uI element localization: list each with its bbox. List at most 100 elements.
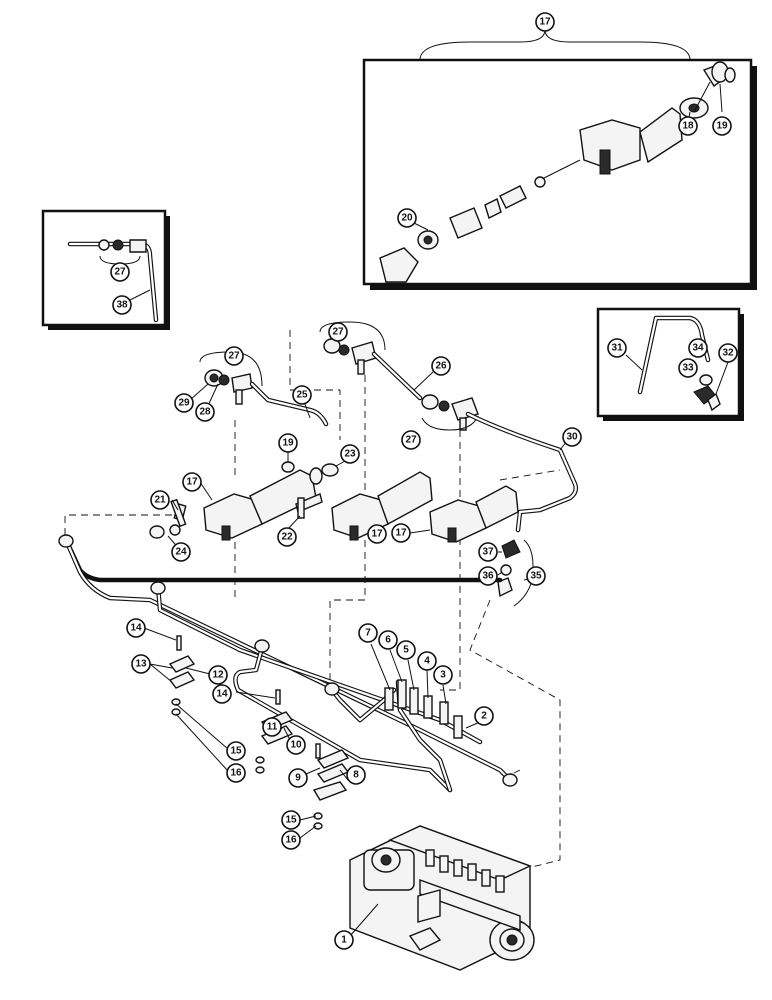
callout-1: 1 <box>334 930 354 950</box>
svg-text:14: 14 <box>216 689 228 700</box>
svg-text:28: 28 <box>199 407 211 418</box>
callout-10: 10 <box>286 735 306 755</box>
callout-37: 37 <box>478 542 498 562</box>
svg-text:3: 3 <box>440 670 446 681</box>
svg-text:38: 38 <box>116 300 128 311</box>
svg-text:5: 5 <box>403 645 409 656</box>
svg-text:13: 13 <box>135 659 147 670</box>
callout-8: 8 <box>346 765 366 785</box>
callout-23: 23 <box>340 444 360 464</box>
callout-7: 7 <box>358 623 378 643</box>
svg-text:16: 16 <box>230 768 242 779</box>
svg-text:1: 1 <box>341 935 347 946</box>
svg-text:32: 32 <box>722 348 734 359</box>
svg-text:27: 27 <box>228 351 240 362</box>
callout-6: 6 <box>378 630 398 650</box>
svg-text:17: 17 <box>186 477 198 488</box>
svg-text:27: 27 <box>114 267 126 278</box>
callout-12: 12 <box>208 665 228 685</box>
svg-text:36: 36 <box>482 571 494 582</box>
callout-17-left: 17 <box>182 472 202 492</box>
callout-25: 25 <box>292 385 312 405</box>
callout-15-right: 15 <box>281 810 301 830</box>
callout-11: 11 <box>262 717 282 737</box>
callout-14-middle: 14 <box>212 684 232 704</box>
svg-text:25: 25 <box>296 390 308 401</box>
svg-text:16: 16 <box>285 835 297 846</box>
svg-text:15: 15 <box>230 746 242 757</box>
svg-text:30: 30 <box>566 432 578 443</box>
callout-2: 2 <box>474 706 494 726</box>
callout-28: 28 <box>195 402 215 422</box>
svg-text:8: 8 <box>353 770 359 781</box>
callout-16-right: 16 <box>281 830 301 850</box>
svg-text:35: 35 <box>530 571 542 582</box>
callout-3: 3 <box>433 665 453 685</box>
callout-27-left-inset: 27 <box>110 262 130 282</box>
svg-text:33: 33 <box>682 363 694 374</box>
callout-20: 20 <box>397 208 417 228</box>
svg-text:31: 31 <box>611 343 623 354</box>
callout-27-top-left: 27 <box>224 346 244 366</box>
svg-text:37: 37 <box>482 547 494 558</box>
svg-text:21: 21 <box>154 495 166 506</box>
svg-text:34: 34 <box>692 343 704 354</box>
callout-26: 26 <box>431 356 451 376</box>
callout-16-left: 16 <box>226 763 246 783</box>
svg-text:9: 9 <box>295 773 301 784</box>
callout-34: 34 <box>688 338 708 358</box>
svg-text:26: 26 <box>435 361 447 372</box>
svg-text:2: 2 <box>481 711 487 722</box>
callout-15-left: 15 <box>226 741 246 761</box>
callout-21: 21 <box>150 490 170 510</box>
svg-text:24: 24 <box>175 547 187 558</box>
main-assembly: 1 2 3 4 5 6 7 8 9 10 11 12 13 14 14 15 1… <box>58 321 582 971</box>
callout-19-inset: 19 <box>712 116 732 136</box>
svg-text:22: 22 <box>281 532 293 543</box>
callout-17-right: 17 <box>391 523 411 543</box>
svg-text:19: 19 <box>282 438 294 449</box>
callout-27-top-middle: 27 <box>328 322 348 342</box>
callout-36: 36 <box>478 566 498 586</box>
svg-text:29: 29 <box>178 398 190 409</box>
svg-text:19: 19 <box>716 121 728 132</box>
svg-text:12: 12 <box>212 670 224 681</box>
svg-text:17: 17 <box>539 17 551 28</box>
callout-19-main: 19 <box>278 433 298 453</box>
nozzle-exploded-inset: 17 18 19 20 <box>362 12 757 290</box>
svg-text:11: 11 <box>267 722 278 733</box>
callout-18: 18 <box>678 116 698 136</box>
svg-text:4: 4 <box>424 656 430 667</box>
injection-pump <box>349 825 535 971</box>
callout-14-left: 14 <box>126 618 146 638</box>
svg-text:18: 18 <box>682 121 694 132</box>
svg-text:17: 17 <box>371 529 383 540</box>
callout-4: 4 <box>417 651 437 671</box>
callout-24: 24 <box>171 542 191 562</box>
callout-22: 22 <box>277 527 297 547</box>
svg-text:6: 6 <box>385 635 391 646</box>
callout-5: 5 <box>396 640 416 660</box>
callout-17-middle: 17 <box>367 524 387 544</box>
svg-text:15: 15 <box>285 815 297 826</box>
svg-text:7: 7 <box>365 628 371 639</box>
svg-text:14: 14 <box>130 623 142 634</box>
return-line-inset: 31 34 33 32 <box>596 307 744 421</box>
callout-35: 35 <box>526 566 546 586</box>
svg-text:23: 23 <box>344 449 356 460</box>
callout-33: 33 <box>678 358 698 378</box>
svg-text:20: 20 <box>401 213 413 224</box>
callout-9: 9 <box>288 768 308 788</box>
callout-29: 29 <box>174 393 194 413</box>
callout-32: 32 <box>718 343 738 363</box>
svg-text:17: 17 <box>395 528 407 539</box>
callout-27-right: 27 <box>401 430 421 450</box>
svg-text:10: 10 <box>290 740 302 751</box>
callout-17-top: 17 <box>535 12 555 32</box>
callout-30: 30 <box>562 427 582 447</box>
alternate-line-inset: 27 38 <box>41 209 170 330</box>
callout-13: 13 <box>131 654 151 674</box>
svg-text:27: 27 <box>405 435 417 446</box>
svg-text:27: 27 <box>332 327 344 338</box>
